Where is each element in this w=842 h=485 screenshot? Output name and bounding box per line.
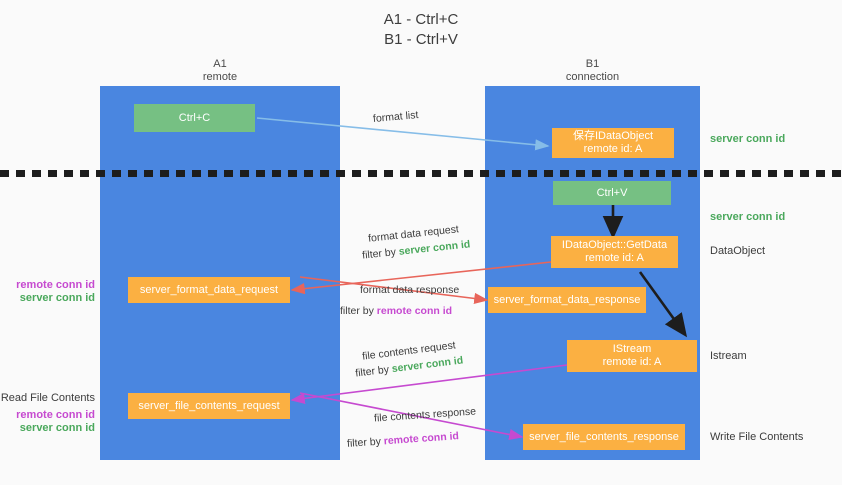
annotation-istream: Istream [710, 350, 747, 362]
annotation-remote-conn-id-2: remote conn id [16, 409, 95, 421]
diagram-title-line-2: B1 - Ctrl+V [384, 31, 458, 48]
box-server-format-data-response-label: server_format_data_response [493, 293, 641, 306]
box-ctrl-c[interactable]: Ctrl+C [134, 104, 255, 132]
edge-label-file-contents-response-filter-key: remote conn id [383, 430, 460, 448]
annotation-server-conn-id-mid: server conn id [710, 211, 786, 223]
box-server-file-contents-response[interactable]: server_file_contents_response [523, 424, 685, 450]
annotation-server-conn-id-1: server conn id [19, 292, 95, 304]
edge-label-format-data-response-filter-prefix: filter by [340, 305, 377, 317]
annotation-dataobject: DataObject [710, 245, 766, 257]
box-istream-line-2: remote id: A [602, 356, 662, 368]
box-ctrl-v-label: Ctrl+V [596, 186, 628, 199]
annotation-server-conn-id-top: server conn id [710, 133, 786, 145]
annotation-read-file-contents: Read File Contents [0, 392, 95, 404]
box-istream-line-1: IStream [612, 343, 652, 355]
column-header-b1: B1 connection [485, 58, 700, 84]
column-header-a1: A1 remote [100, 58, 340, 84]
edge-label-format-list: format list [372, 109, 419, 125]
edge-label-format-data-response: format data response [360, 284, 460, 296]
column-header-b1-name: B1 [585, 58, 600, 70]
diagram-title-line-1: A1 - Ctrl+C [383, 11, 459, 28]
annotation-server-conn-id-2: server conn id [19, 422, 95, 434]
box-idataobject-getdata-line-2: remote id: A [585, 252, 644, 264]
box-server-file-contents-response-label: server_file_contents_response [529, 430, 679, 443]
box-ctrl-c-label: Ctrl+C [178, 111, 211, 124]
edge-label-format-data-response-filter-key: remote conn id [376, 305, 453, 317]
annotation-remote-conn-id-1: remote conn id [16, 279, 95, 291]
clipboard-boundary-divider [0, 170, 842, 177]
edge-label-file-contents-response-filter: filter by remote conn id [347, 430, 460, 451]
box-idataobject-getdata[interactable]: IDataObject::GetData remote id: A [551, 236, 678, 268]
annotation-write-file-contents: Write File Contents [710, 431, 804, 443]
box-ctrl-v[interactable]: Ctrl+V [553, 181, 671, 205]
column-header-b1-sub: connection [565, 71, 620, 83]
edge-label-format-data-request-filter-prefix: filter by [361, 245, 400, 262]
column-header-a1-sub: remote [202, 71, 238, 83]
edge-label-file-contents-request-filter-prefix: filter by [354, 363, 393, 380]
edge-label-file-contents-response-filter-prefix: filter by [346, 435, 385, 450]
box-save-idataobject-line-1: 保存IDataObject [572, 130, 654, 142]
box-server-format-data-request[interactable]: server_format_data_request [128, 277, 290, 303]
edge-label-format-data-response-filter: filter by remote conn id [340, 305, 452, 318]
edge-label-file-contents-response: file contents response [373, 405, 477, 425]
box-server-file-contents-request-label: server_file_contents_request [138, 399, 280, 412]
box-istream[interactable]: IStream remote id: A [567, 340, 697, 372]
box-save-idataobject-line-2: remote id: A [583, 143, 643, 155]
box-save-idataobject[interactable]: 保存IDataObject remote id: A [552, 128, 674, 158]
box-server-format-data-response[interactable]: server_format_data_response [488, 287, 646, 313]
column-header-a1-name: A1 [213, 58, 227, 70]
box-server-file-contents-request[interactable]: server_file_contents_request [128, 393, 290, 419]
box-idataobject-getdata-line-1: IDataObject::GetData [561, 239, 668, 251]
box-server-format-data-request-label: server_format_data_request [139, 283, 279, 296]
